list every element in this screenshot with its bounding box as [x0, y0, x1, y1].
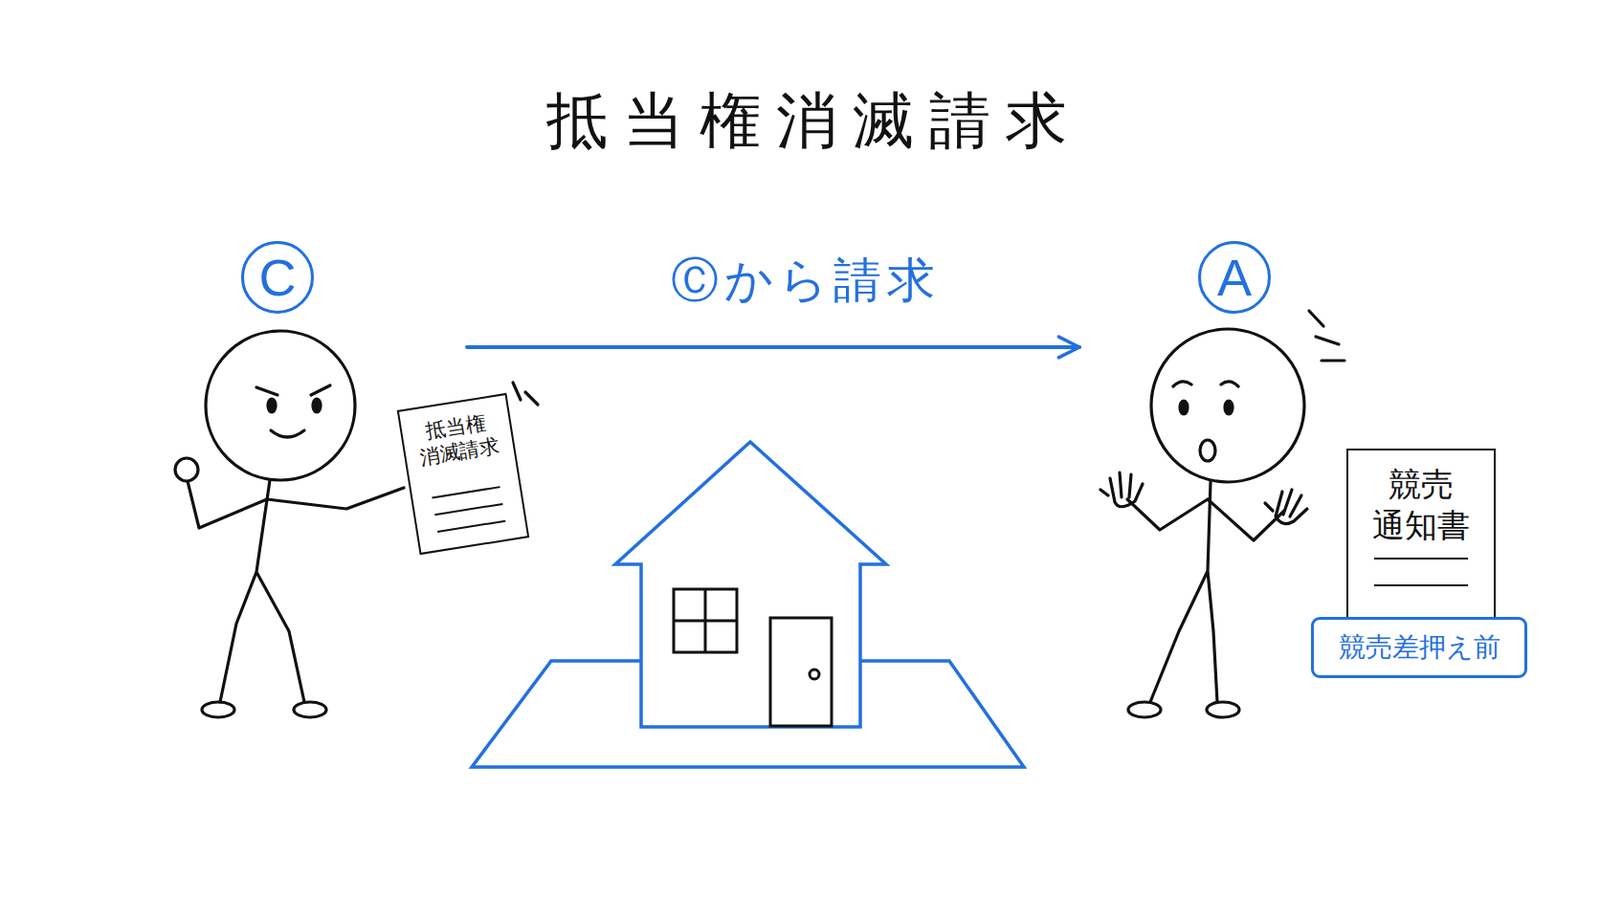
- document-node: 抵当権 消滅請求: [397, 393, 531, 556]
- status-text: 競売差押え前: [1338, 629, 1501, 667]
- document-line: [434, 503, 503, 516]
- status-box: 競売差押え前: [1311, 617, 1528, 679]
- house: [471, 442, 1024, 768]
- person-label: C: [241, 241, 314, 314]
- document-line: [432, 486, 501, 499]
- document-line: [437, 520, 506, 534]
- title: 抵当権消滅請求: [546, 79, 1083, 163]
- document-line: [1374, 557, 1467, 560]
- request-arrow: [466, 345, 1080, 350]
- person-c: [175, 331, 538, 718]
- document-title: 抵当権 消滅請求: [399, 395, 515, 473]
- document-node: 競売 通知書: [1346, 448, 1496, 622]
- person-node: A: [1079, 239, 1319, 718]
- document-line: [1374, 584, 1467, 587]
- person-a: [1100, 311, 1345, 718]
- house-details: [673, 589, 832, 727]
- person-label: A: [1198, 241, 1271, 314]
- edge-label: Ⓒから請求: [666, 248, 945, 313]
- document-title: 競売 通知書: [1348, 450, 1494, 546]
